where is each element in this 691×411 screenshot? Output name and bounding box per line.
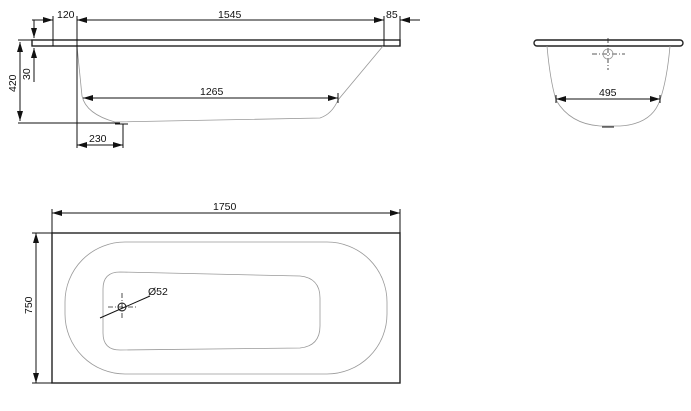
plan-basin-bottom	[102, 271, 321, 351]
dim-420: 420	[7, 74, 19, 92]
dim-495: 495	[599, 87, 617, 99]
side-view: 120 1545 85 420 30 1265 230	[7, 9, 420, 148]
plan-outline	[51, 232, 401, 384]
dim-230: 230	[89, 133, 107, 145]
dim-drain-diameter: Ø52	[148, 286, 168, 298]
dim-750: 750	[23, 296, 35, 314]
overflow-icon	[602, 48, 614, 60]
dim-30: 30	[21, 68, 33, 80]
end-view: 495	[533, 38, 684, 128]
dim-1545: 1545	[218, 9, 242, 21]
dim-1750: 1750	[213, 201, 237, 213]
plan-view: 1750 750 Ø52	[23, 201, 401, 384]
side-rim	[31, 39, 401, 47]
end-basin-outline	[546, 45, 671, 127]
plan-rim-inner	[64, 241, 388, 375]
dim-1265: 1265	[200, 86, 224, 98]
dim-85: 85	[386, 9, 398, 21]
end-rim	[533, 39, 684, 47]
dim-120: 120	[57, 9, 75, 21]
side-basin-outline	[76, 45, 384, 123]
